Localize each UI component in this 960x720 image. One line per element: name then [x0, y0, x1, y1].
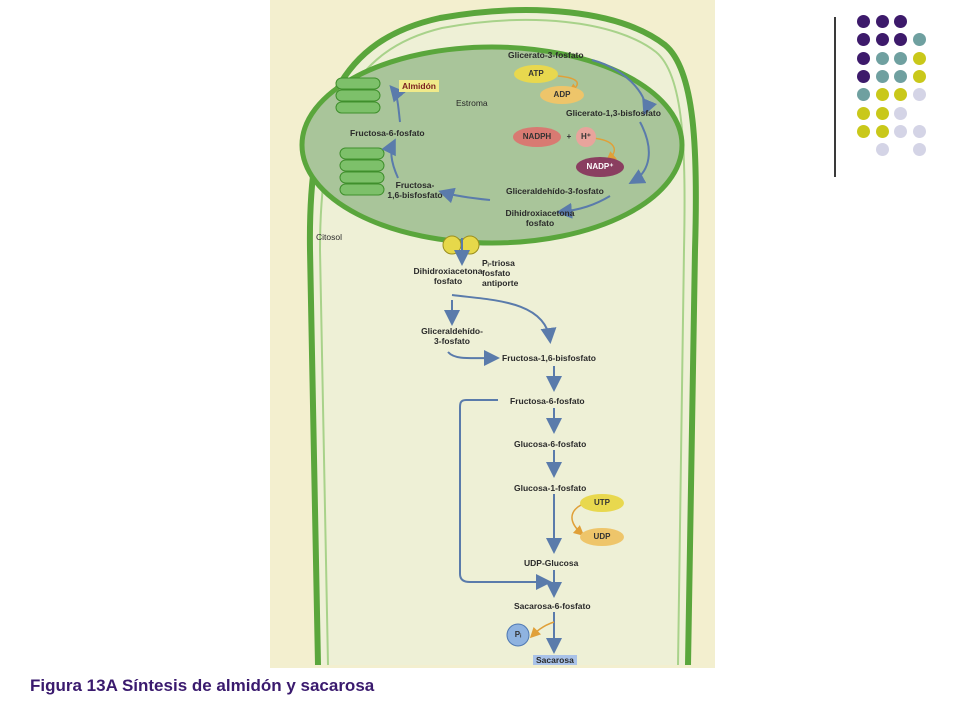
decorative-dot: [912, 124, 926, 138]
decorative-dot: [912, 143, 926, 157]
decorative-dot: [894, 124, 907, 138]
g6p-label: Glucosa-6-fosfato: [514, 439, 587, 449]
decorative-dot: [857, 51, 870, 65]
decorative-dot: [912, 88, 926, 102]
decorative-dot: [894, 51, 907, 65]
cytosol-dhap-label: Dihidroxiacetona fosfato: [413, 266, 483, 286]
decorative-dot: [857, 106, 870, 120]
decorative-dot: [894, 106, 907, 120]
arrow-gald3p-to-dhap: [556, 195, 611, 219]
arrow-g3p-to-g13bp: [591, 59, 657, 116]
decorative-dot: [875, 124, 889, 138]
decorative-dot: [875, 106, 889, 120]
decorative-dot: [894, 33, 907, 47]
adp-label: ADP: [553, 90, 571, 99]
decorative-dot: [912, 33, 926, 47]
nadph-pill: [513, 127, 561, 147]
pi-ion: [506, 623, 530, 647]
starch-label: Almidón: [399, 80, 439, 92]
h-ion: [576, 127, 596, 147]
decorative-dot: [912, 69, 926, 83]
atp-pill: [514, 65, 558, 83]
f16bp-label: Fructosa- 1,6-bisfosfato: [387, 180, 443, 200]
arrow-f6p-to-starch: [389, 84, 406, 123]
utp-label: UTP: [594, 498, 610, 507]
gald3p-label: Gliceraldehído-3-fosfato: [506, 186, 604, 196]
thylakoid-stack-bottom: [339, 147, 385, 196]
decorative-dot: [857, 69, 870, 83]
h-label: H⁺: [581, 132, 591, 141]
decorative-dot: [857, 88, 870, 102]
decorative-dot: [912, 51, 926, 65]
cytosol-f16bp-label: Fructosa-1,6-bisfosfato: [502, 353, 596, 363]
udp-pill: [580, 528, 624, 546]
decorative-dot: [875, 143, 889, 157]
decorative-dot: [875, 69, 889, 83]
cytosol-label: Citosol: [316, 232, 342, 242]
diagram-graphics: [299, 7, 699, 666]
stroma-label: Estroma: [456, 98, 488, 108]
g1p-label: Glucosa-1-fosfato: [514, 483, 587, 493]
arrow-f16bp-to-f6p: [381, 138, 399, 179]
pi-label: Pᵢ: [514, 630, 522, 639]
arrow-nadph-nadp: [591, 137, 618, 162]
decorative-dot: [857, 33, 870, 47]
arrow-dhap-to-f16bp: [451, 294, 557, 344]
cytosol-f6p-label: Fructosa-6-fosfato: [510, 396, 585, 406]
decorative-dot: [894, 88, 907, 102]
arrow-f6p-to-s6p: [459, 399, 552, 590]
decorative-dot: [894, 69, 907, 83]
arrow-gald3p-to-f16bp: [447, 350, 500, 367]
nadp-label: NADP⁺: [586, 162, 614, 171]
arrow-g13bp-to-gald3p: [628, 121, 650, 184]
figure-panel: Almidón Estroma Citosol Glicerato-3-fosf…: [270, 0, 715, 668]
decorative-dot: [894, 15, 907, 28]
utp-pill: [580, 494, 624, 512]
figure-caption: Figura 13A Síntesis de almidón y sacaros…: [30, 676, 375, 695]
g13bp-label: Glicerato-1,3-bisfosfato: [566, 108, 661, 118]
decorative-dot: [875, 88, 889, 102]
atp-label: ATP: [528, 69, 544, 78]
s6p-label: Sacarosa-6-fosfato: [514, 601, 591, 611]
decorative-dot: [875, 51, 889, 65]
decorative-dot: [857, 124, 870, 138]
decorative-dot: [875, 15, 889, 28]
adp-pill: [540, 86, 584, 104]
antiporter-label: Pᵢ-triosa fosfato antiporte: [482, 258, 519, 288]
f6p-label: Fructosa-6-fosfato: [350, 128, 425, 138]
nadph-label: NADPH: [522, 132, 552, 141]
decorative-dot: [857, 15, 870, 28]
arrow-dhap-to-f16bp: [438, 187, 491, 204]
cytosol-gald3p-label: Gliceraldehído- 3-fosfato: [421, 326, 483, 346]
sucrose-label: Sacarosa: [533, 655, 577, 665]
udpg-label: UDP-Glucosa: [524, 558, 579, 568]
decorative-divider: [834, 17, 836, 177]
nadp-pill: [576, 157, 624, 177]
g3p-label: Glicerato-3-fosfato: [508, 50, 584, 60]
plus-label: +: [566, 132, 572, 141]
udp-label: UDP: [593, 532, 611, 541]
dhap-label: Dihidroxiacetona fosfato: [505, 208, 575, 228]
decorative-dot: [875, 33, 889, 47]
arrow-to-pi: [529, 621, 555, 639]
thylakoid-stack-top: [335, 77, 381, 114]
